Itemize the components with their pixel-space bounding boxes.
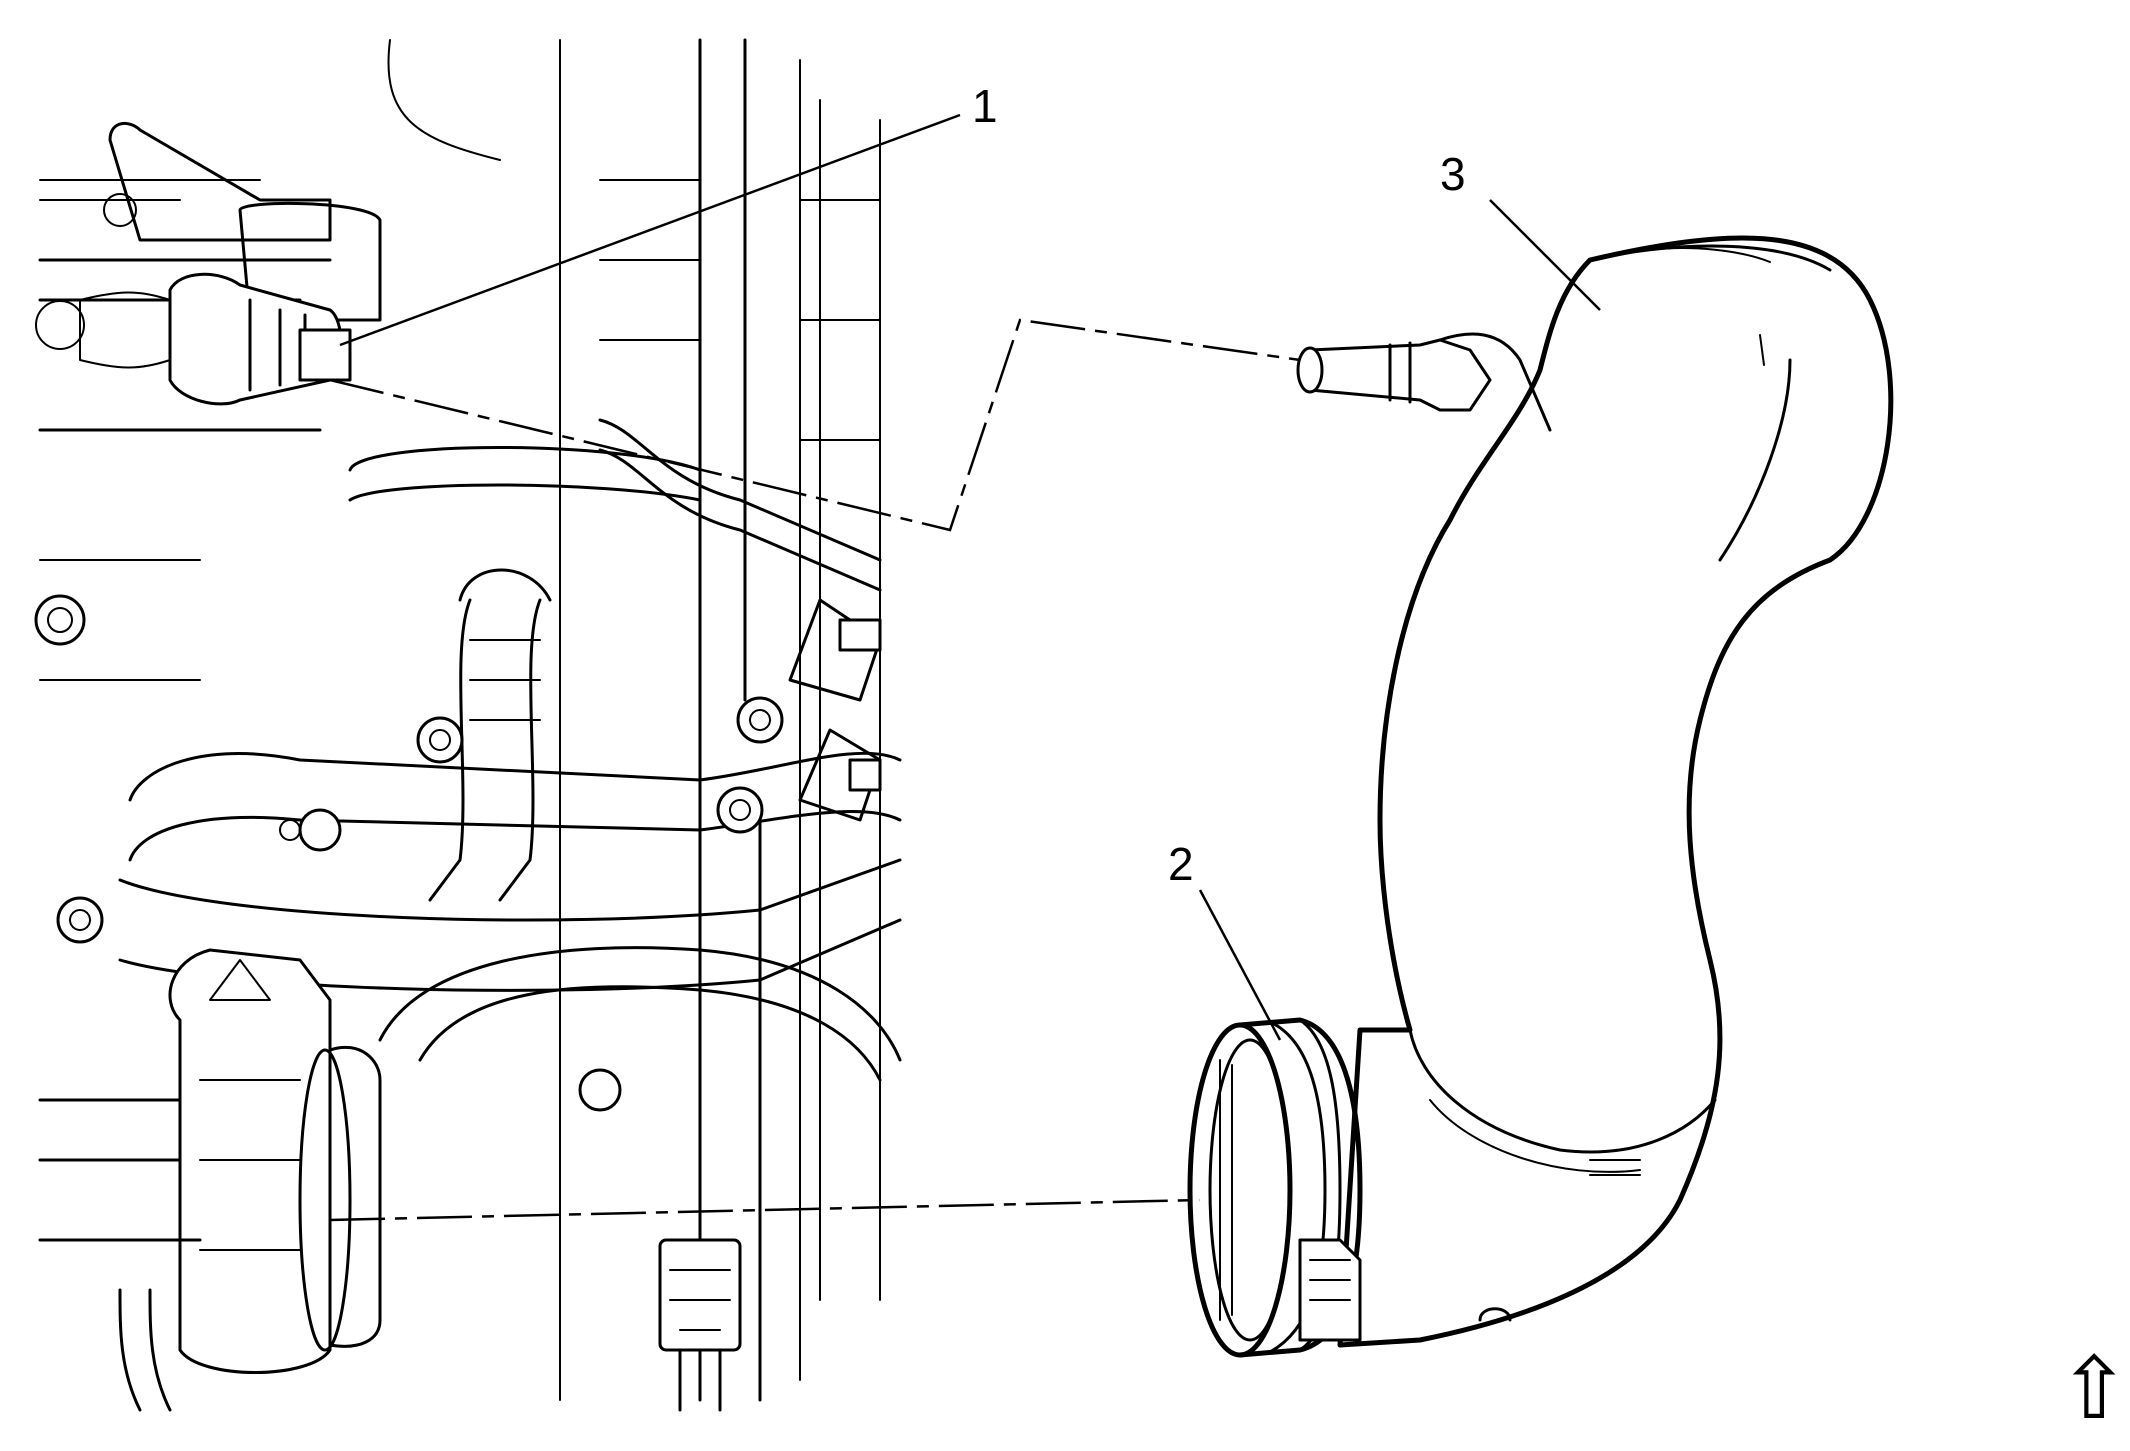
vent-nipple — [1296, 332, 1552, 432]
leader-line-2 — [1198, 889, 1282, 1041]
air-inlet-duct — [1296, 235, 1894, 1348]
leader-line-3 — [1489, 199, 1601, 311]
callout-3: 3 — [1440, 148, 1466, 200]
engine-assembly — [34, 38, 902, 1412]
alignment-line-vent — [329, 318, 1301, 532]
hose-clamp-ring — [1187, 1017, 1363, 1358]
alignment-line-throttle — [329, 1198, 1201, 1222]
callout-1: 1 — [972, 80, 998, 132]
up-arrow-icon: ⇧ — [2058, 1339, 2130, 1439]
sensor-connector — [168, 272, 352, 406]
throttle-body — [168, 948, 382, 1374]
leader-line-1 — [339, 113, 961, 347]
callout-2: 2 — [1168, 838, 1194, 890]
electrical-connector — [658, 1238, 742, 1412]
